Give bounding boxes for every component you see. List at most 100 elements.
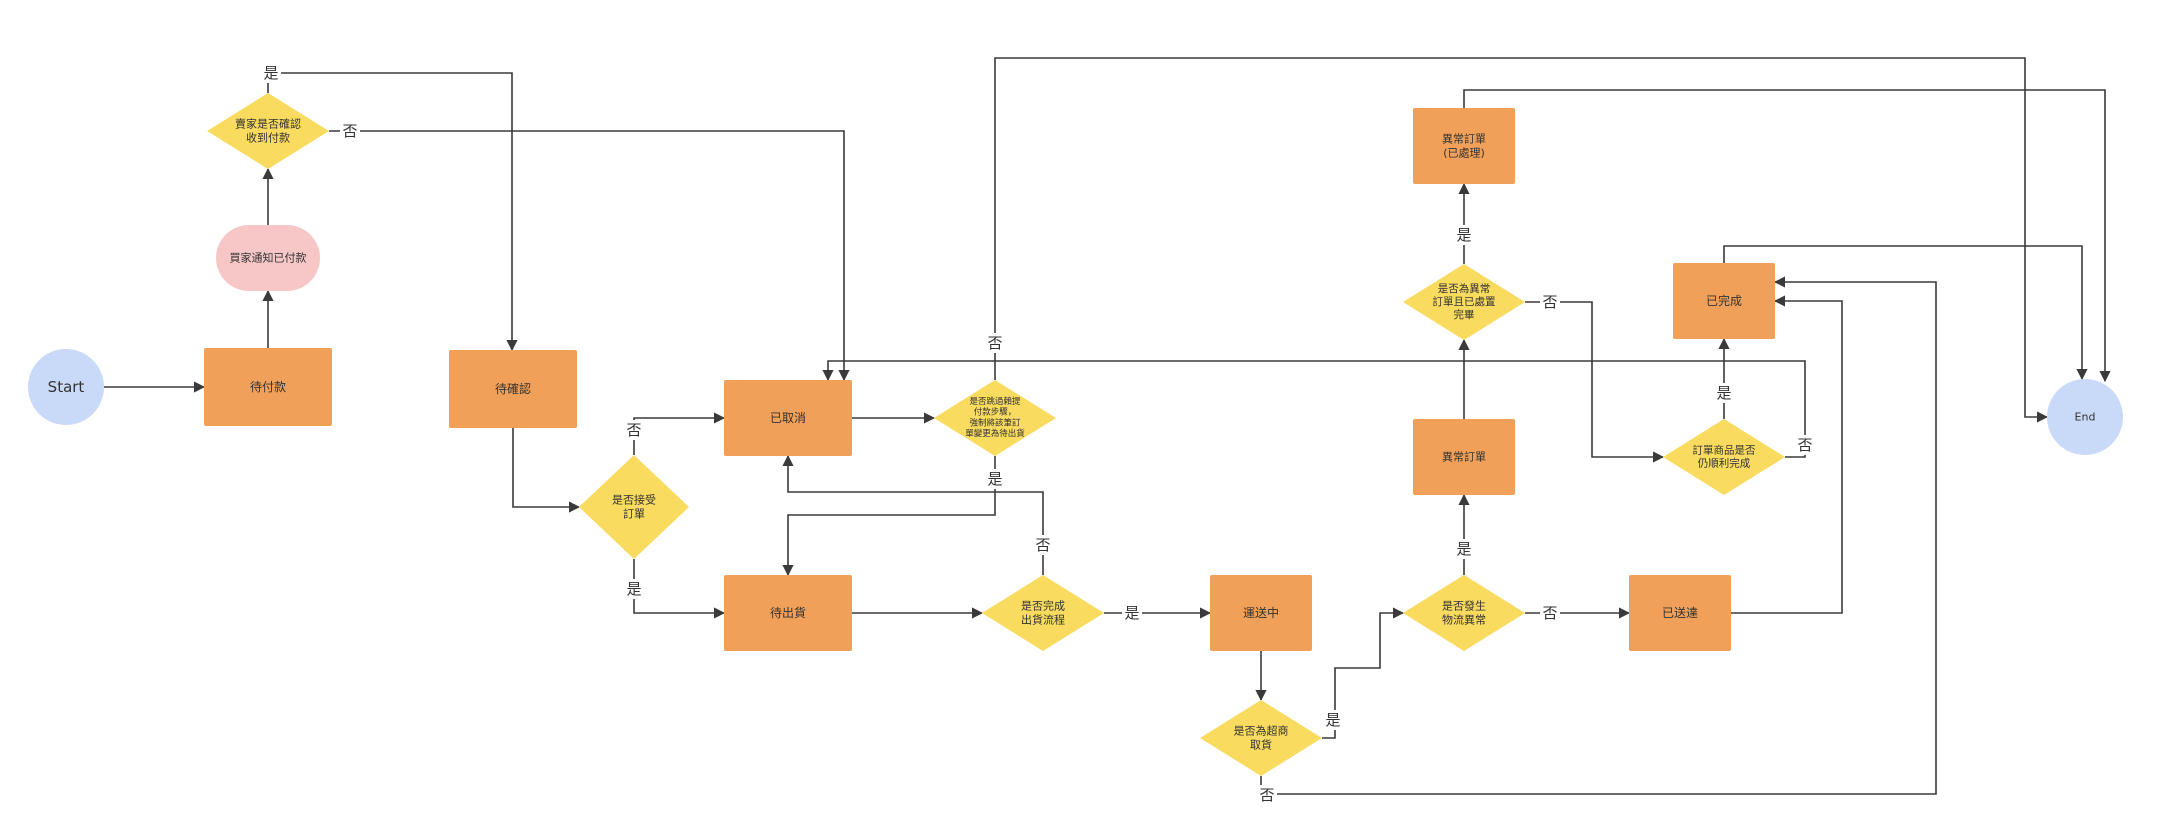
edge-goods-no — [822, 360, 1806, 458]
node-label-pending-confirm-0: 待確認 — [495, 381, 531, 396]
edge-label-handled-yes: 是 — [1456, 226, 1471, 244]
edge-label-bg — [1714, 383, 1734, 403]
node-pending-confirm[interactable]: 待確認 — [449, 350, 577, 428]
node-delivered[interactable]: 已送達 — [1629, 575, 1731, 651]
node-shape-skip-payment-step — [934, 380, 1056, 456]
node-cancelled[interactable]: 已取消 — [724, 380, 852, 456]
edge-label-handled-no: 否 — [1542, 293, 1557, 311]
node-shape-cancelled — [724, 380, 852, 456]
edge-pending-confirm-to-accept — [512, 428, 581, 513]
edge-label-pickup-no: 否 — [1259, 786, 1274, 804]
node-shape-abnormal-order — [1413, 419, 1515, 495]
node-buyer-notified-paid[interactable]: 買家通知已付款 — [216, 225, 320, 291]
node-shape-completed — [1673, 263, 1775, 339]
node-completed[interactable]: 已完成 — [1673, 263, 1775, 339]
node-shape-end — [2047, 379, 2123, 455]
edge-label-bg — [985, 333, 1005, 353]
node-label-cancelled-0: 已取消 — [770, 411, 806, 425]
node-label-store-pickup-0: 是否為超商 — [1234, 724, 1289, 738]
edge-pickup-no — [1260, 276, 1937, 795]
edge-label-bg — [1454, 539, 1474, 559]
node-abnormal-order[interactable]: 異常訂單 — [1413, 419, 1515, 495]
edge-label-bg — [985, 469, 1005, 489]
node-label-pending-payment-0: 待付款 — [250, 380, 286, 394]
edge-label-bg — [1540, 292, 1560, 312]
node-shape-logistics-anomaly — [1403, 575, 1525, 651]
node-label-completed-0: 已完成 — [1706, 293, 1742, 308]
node-label-accept-order-0: 是否接受 — [612, 494, 656, 507]
node-shape-pending-payment — [204, 348, 332, 426]
edge-pickup-yes — [1322, 607, 1405, 739]
edge-label-confirm-payment-yes: 是 — [263, 64, 278, 82]
edge-label-shipping-done-no: 否 — [1035, 536, 1050, 554]
node-label-skip-payment-step-0: 是否跳過賴提 — [969, 396, 1021, 407]
edges-layer — [104, 57, 2111, 795]
node-label-abnormal-handled-1: 訂單且已處置 — [1433, 295, 1496, 308]
edge-skip-yes — [782, 456, 996, 577]
node-in-transit[interactable]: 運送中 — [1210, 575, 1312, 651]
edge-label-pickup-yes: 是 — [1325, 711, 1340, 729]
edge-processed-to-end — [1463, 89, 2111, 383]
node-label-skip-payment-step-1: 付款步驟， — [974, 407, 1017, 418]
edge-label-bg — [1795, 435, 1815, 455]
edge-label-goods-yes: 是 — [1716, 384, 1731, 402]
edge-confirm-payment-no — [329, 130, 850, 382]
node-label-end-0: End — [2075, 411, 2096, 424]
edge-label-accept-yes: 是 — [626, 580, 641, 598]
node-shape-shipping-done — [982, 575, 1104, 651]
node-label-seller-confirm-payment-1: 收到付款 — [246, 130, 290, 144]
node-label-logistics-anomaly-0: 是否發生 — [1442, 599, 1486, 613]
node-label-goods-ok-0: 訂單商品是否 — [1693, 443, 1756, 456]
node-shape-abnormal-handled — [1403, 264, 1525, 340]
edge-label-bg — [1257, 785, 1277, 805]
node-shape-seller-confirm-payment — [207, 93, 329, 169]
node-label-shipping-done-0: 是否完成 — [1021, 599, 1065, 613]
node-label-accept-order-1: 訂單 — [623, 506, 645, 520]
node-abnormal-order-processed[interactable]: 異常訂單(已處理) — [1413, 108, 1515, 184]
node-label-pending-shipment-0: 待出貨 — [770, 605, 806, 620]
edge-label-goods-no: 否 — [1797, 436, 1812, 454]
node-shape-abnormal-order-processed — [1413, 108, 1515, 184]
edge-label-bg — [1540, 603, 1560, 623]
node-start[interactable]: Start — [28, 349, 104, 425]
node-label-shipping-done-1: 出貨流程 — [1021, 612, 1065, 626]
node-shape-pending-shipment — [724, 575, 852, 651]
node-label-store-pickup-1: 取貨 — [1250, 737, 1272, 751]
edge-label-anomaly-yes: 是 — [1456, 540, 1471, 558]
edge-skip-no — [994, 57, 2049, 423]
node-label-abnormal-order-processed-0: 異常訂單 — [1442, 132, 1486, 146]
node-label-abnormal-order-0: 異常訂單 — [1442, 450, 1486, 464]
edge-accept-yes — [633, 559, 726, 619]
node-shape-in-transit — [1210, 575, 1312, 651]
node-label-skip-payment-step-3: 單變更為待出貨 — [965, 428, 1025, 439]
node-label-start-0: Start — [48, 378, 85, 396]
node-pending-shipment[interactable]: 待出貨 — [724, 575, 852, 651]
edge-label-anomaly-no: 否 — [1542, 604, 1557, 622]
node-end[interactable]: End — [2047, 379, 2123, 455]
node-pending-payment[interactable]: 待付款 — [204, 348, 332, 426]
node-shape-store-pickup — [1200, 700, 1322, 776]
edge-label-bg — [1122, 603, 1142, 623]
node-label-seller-confirm-payment-0: 賣家是否確認 — [235, 117, 301, 131]
node-label-abnormal-handled-2: 完畢 — [1454, 308, 1475, 321]
node-label-in-transit-0: 運送中 — [1243, 605, 1279, 620]
node-shape-goods-ok — [1663, 419, 1785, 495]
edge-label-accept-no: 否 — [626, 421, 641, 439]
edge-label-bg — [340, 121, 360, 141]
edge-label-bg — [1323, 710, 1343, 730]
node-label-abnormal-order-processed-1: (已處理) — [1443, 145, 1485, 159]
node-label-buyer-notified-paid-0: 買家通知已付款 — [230, 251, 307, 265]
edge-delivered-to-completed — [1731, 295, 1843, 614]
node-shape-pending-confirm — [449, 350, 577, 428]
node-shape-accept-order — [579, 455, 689, 559]
